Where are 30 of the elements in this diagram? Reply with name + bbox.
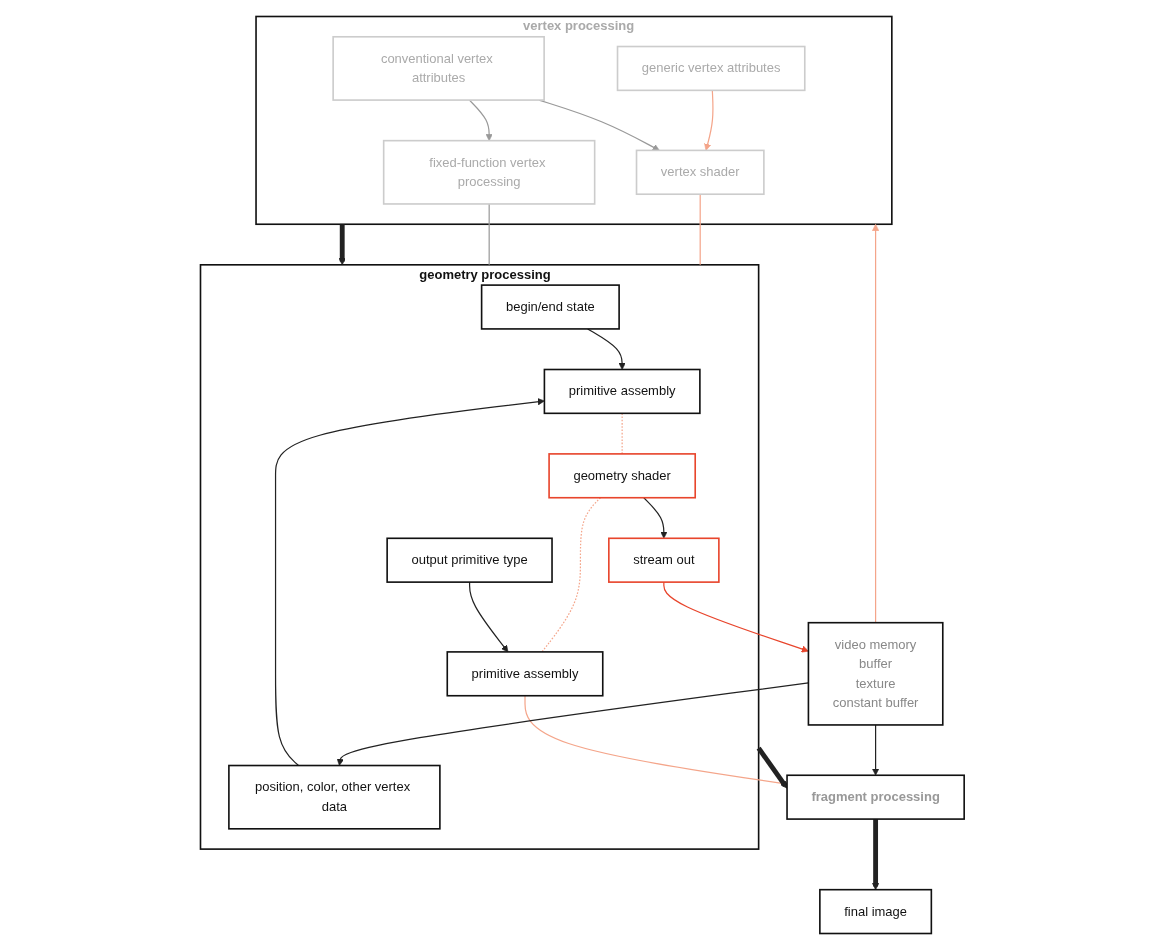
node-box: stream out xyxy=(608,537,720,583)
node-box: fixed-function vertex processing xyxy=(383,139,596,205)
node-box: fragment processing xyxy=(786,773,966,820)
arrow xyxy=(469,98,493,141)
connector xyxy=(621,412,623,454)
arrow xyxy=(338,223,346,265)
node-box: primitive assembly xyxy=(543,368,701,414)
arrow xyxy=(872,723,880,776)
connector xyxy=(488,202,490,265)
arrow xyxy=(663,581,809,652)
node-box: primitive assembly xyxy=(446,650,604,697)
node-box: video memory buffer texture constant buffer xyxy=(807,621,944,726)
arrow xyxy=(469,581,509,652)
arrow xyxy=(872,223,880,623)
node-box: geometry shader xyxy=(548,452,697,499)
node-box: conventional vertex attributes xyxy=(332,35,546,101)
node-box: final image xyxy=(819,888,933,934)
connector xyxy=(699,193,701,265)
node-box: position, color, other vertex data xyxy=(228,764,441,830)
arrow xyxy=(872,818,880,890)
node-box: output primitive type xyxy=(386,537,553,583)
arrow xyxy=(643,496,668,539)
node-box: generic vertex attributes xyxy=(616,45,806,91)
arrow xyxy=(704,89,714,151)
arrow xyxy=(756,746,788,789)
node-box: begin/end state xyxy=(481,283,621,330)
node-box: vertex shader xyxy=(635,149,765,195)
arrow xyxy=(587,327,626,370)
arrow xyxy=(275,397,545,766)
connector xyxy=(541,496,602,652)
